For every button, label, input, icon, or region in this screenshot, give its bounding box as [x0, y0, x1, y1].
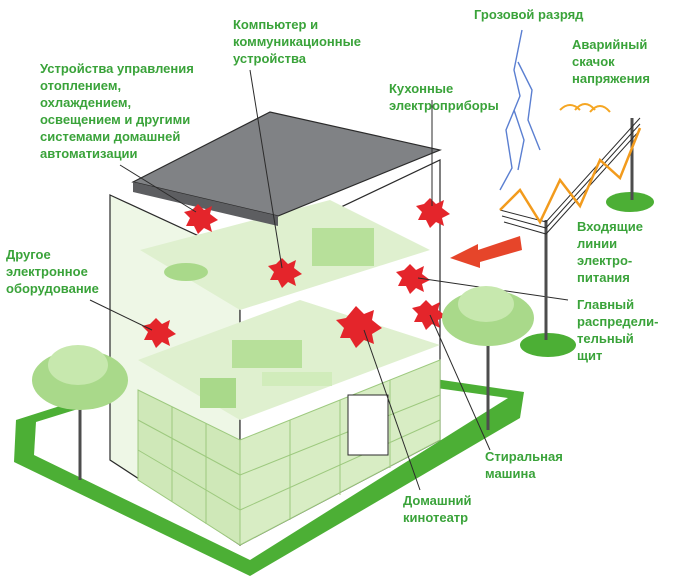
coffee-table [262, 372, 332, 386]
label-other: Другое электронное оборудование [6, 247, 99, 296]
label-incoming: Входящие линии электро- питания [577, 219, 643, 285]
armchair [200, 378, 236, 408]
label-automation: Устройства управления отоплением, охлажд… [40, 61, 194, 161]
dining-table [164, 263, 208, 281]
roof-edge [133, 182, 278, 226]
kitchen-counter [312, 228, 374, 266]
label-panel: Главный распредели- тельный щит [577, 297, 659, 363]
spark-theater [336, 306, 382, 348]
sofa [232, 340, 302, 368]
spark-washer [412, 300, 446, 330]
lightning-bolt [499, 29, 541, 191]
upper-floor [140, 200, 430, 310]
label-kitchen: Кухонные электроприборы [389, 81, 499, 113]
spark-panel [396, 264, 430, 294]
spark-kitchen [416, 198, 450, 228]
label-surge: Аварийный скачок напряжения [572, 37, 650, 86]
spark-computer [268, 258, 302, 288]
surge-waves [559, 103, 611, 113]
label-washer: Стиральная машина [485, 449, 563, 481]
spark-automation [184, 204, 218, 234]
incoming-arrow [450, 236, 522, 268]
glass-grid [137, 380, 441, 524]
tree-right [442, 286, 534, 430]
surge-zigzag [499, 127, 642, 225]
pole-lawn-right [606, 192, 654, 212]
power-lines [499, 117, 641, 235]
label-lightning: Грозовой разряд [474, 7, 584, 22]
label-computer: Компьютер и коммуникационные устройства [233, 17, 361, 66]
tree-left [32, 345, 128, 480]
pole-lawn-mid [520, 333, 576, 357]
front-door [347, 394, 389, 456]
label-theater: Домашний кинотеатр [403, 493, 472, 525]
spark-other [142, 318, 176, 348]
surge-sparks [142, 198, 450, 348]
